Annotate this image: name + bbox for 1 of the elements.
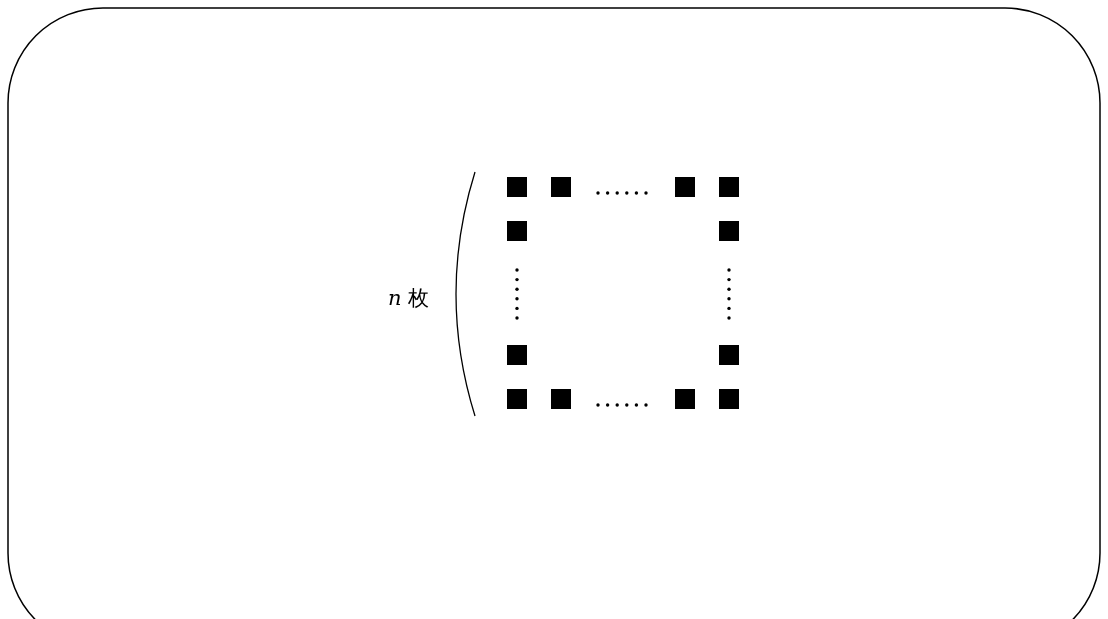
count-label: n 枚	[388, 285, 430, 312]
